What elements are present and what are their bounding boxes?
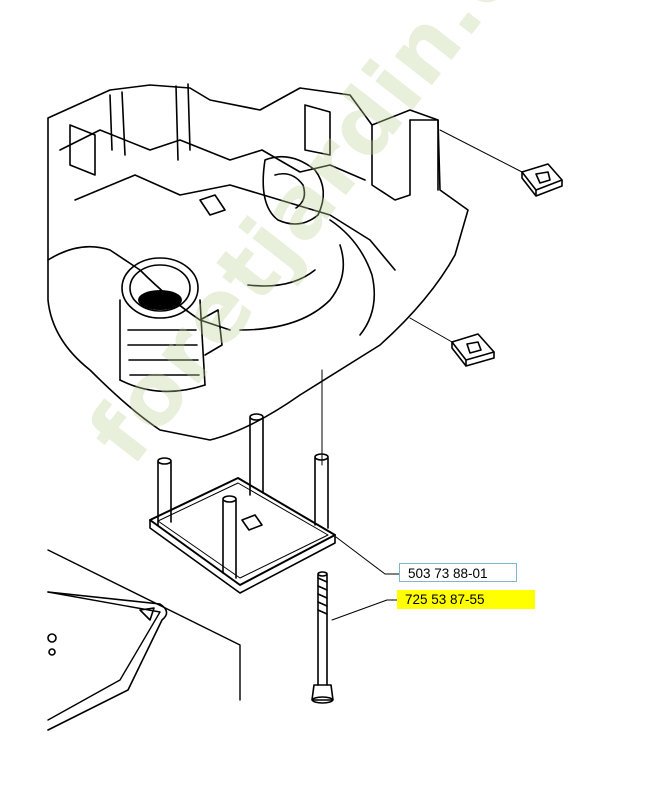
nut-middle [451,333,495,367]
leader-label-1 [335,536,400,575]
leader-nut-upper [439,129,523,173]
leader-label-2 [331,599,398,621]
crankcase-housing [47,83,469,441]
base-plate-lower [47,549,241,731]
mounting-plate [149,477,336,594]
part-number-label: 503 73 88-01 [399,563,517,582]
stud-bolts [157,413,329,579]
long-bolt [311,571,334,704]
cylinder-opening [119,257,223,393]
part-number-label-highlighted: 725 53 87-55 [397,590,535,609]
leader-nut-middle [409,317,453,343]
nut-upper [521,163,563,197]
